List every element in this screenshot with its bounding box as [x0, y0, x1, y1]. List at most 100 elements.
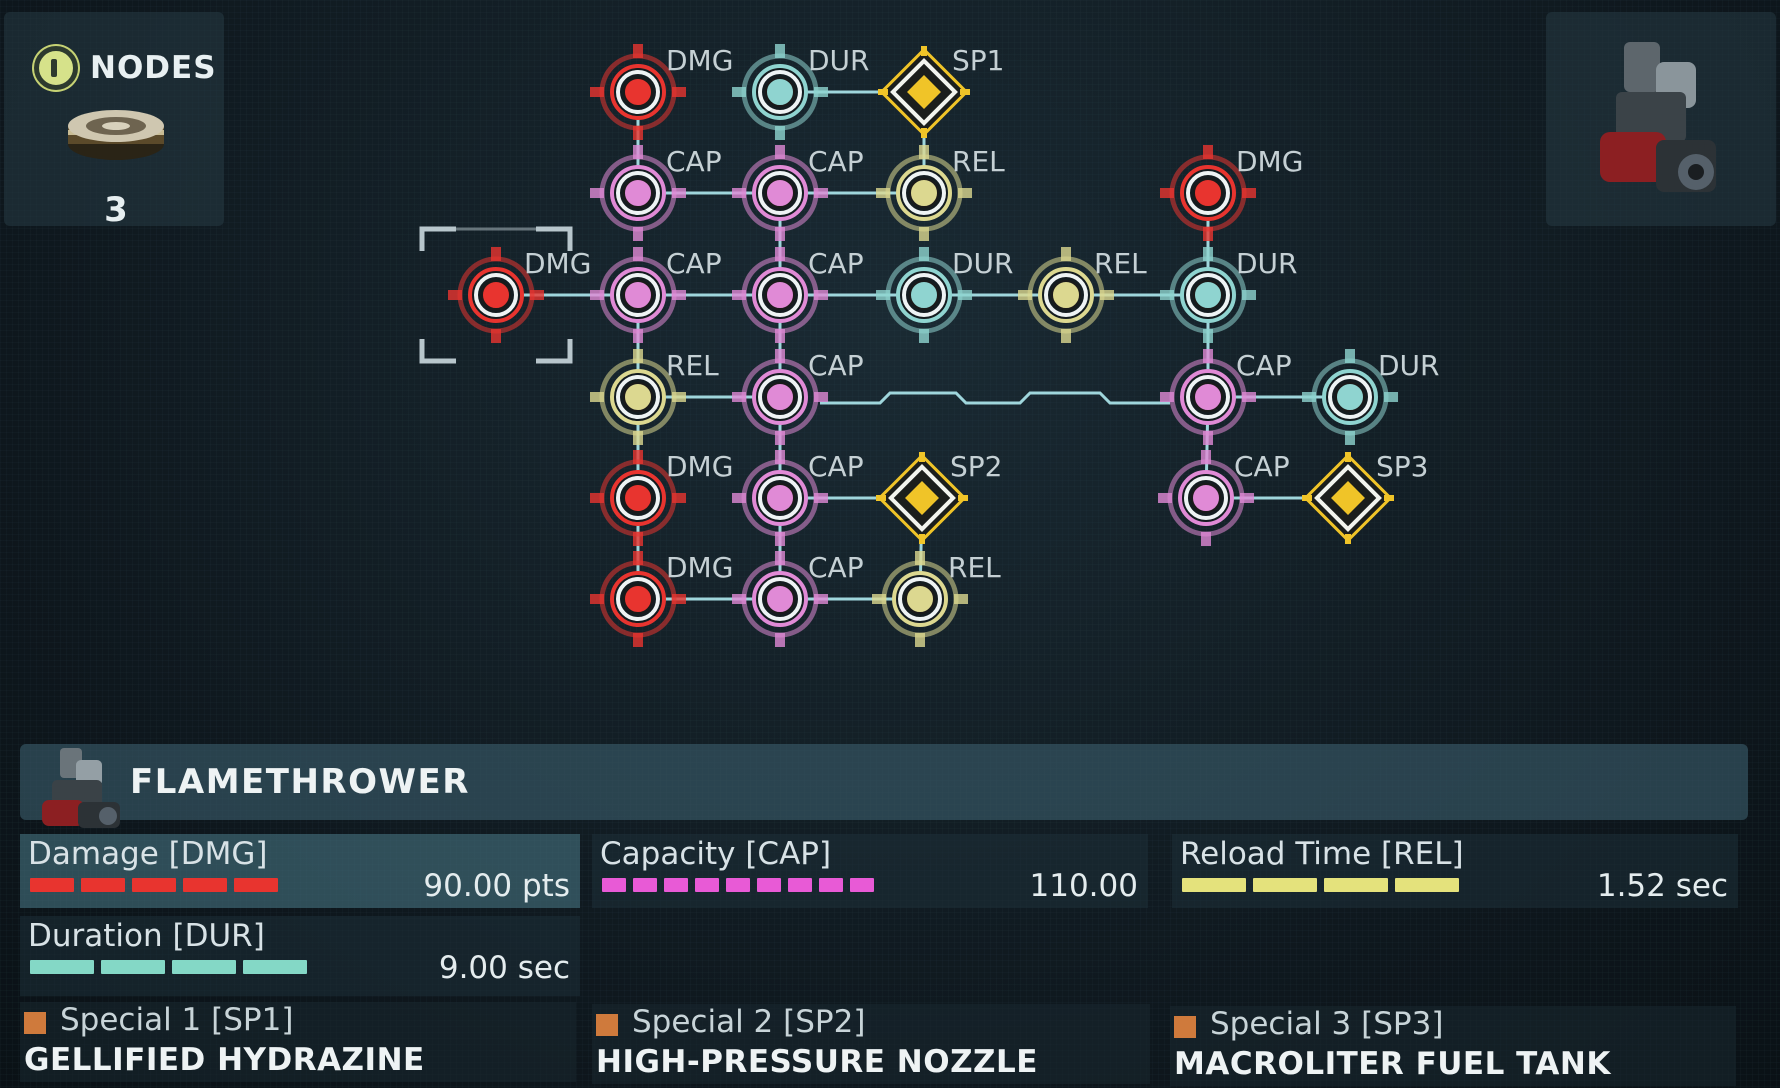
- stat-bar-segment: [243, 960, 307, 974]
- stat-duration: Duration [DUR] 9.00 sec: [20, 916, 580, 996]
- stat-damage-label: Damage [DMG]: [28, 836, 268, 872]
- tree-node-cap-9[interactable]: CAP: [732, 551, 864, 647]
- stat-bar-segment: [132, 878, 176, 892]
- tree-node-rel-2[interactable]: REL: [1018, 247, 1147, 343]
- tree-node-cap-6[interactable]: CAP: [1160, 349, 1292, 445]
- tree-node-label: DUR: [808, 44, 870, 77]
- tree-node-cap-5[interactable]: CAP: [732, 349, 864, 445]
- stat-bar-segment: [1253, 878, 1317, 892]
- stat-bar-segment: [850, 878, 874, 892]
- selection-bracket: [419, 226, 456, 251]
- special-1-label: Special 1 [SP1]: [60, 1002, 294, 1038]
- stat-duration-label: Duration [DUR]: [28, 918, 265, 954]
- tree-node-label: REL: [666, 349, 719, 382]
- stat-bar-segment: [1324, 878, 1388, 892]
- tree-node-label: SP3: [1376, 450, 1428, 483]
- tree-node-label: DMG: [524, 247, 591, 280]
- tree-node-label: DUR: [1378, 349, 1440, 382]
- weapon-header: FLAMETHROWER: [20, 744, 1748, 828]
- tree-node-label: REL: [952, 145, 1005, 178]
- stat-capacity: Capacity [CAP] 110.00: [592, 834, 1148, 908]
- tree-node-dmg-1[interactable]: DMG: [590, 44, 733, 140]
- stat-bar-segment: [726, 878, 750, 892]
- special-2-marker-icon: [596, 1014, 618, 1036]
- stat-bar-segment: [234, 878, 278, 892]
- special-3-label: Special 3 [SP3]: [1210, 1006, 1444, 1042]
- tree-node-label: DMG: [666, 551, 733, 584]
- tree-node-sp2[interactable]: SP2: [876, 450, 1002, 544]
- stat-reload-value: 1.52 sec: [1596, 868, 1728, 904]
- tree-node-cap-8[interactable]: CAP: [1158, 450, 1290, 546]
- tree-node-label: CAP: [808, 349, 864, 382]
- tree-node-sp3[interactable]: SP3: [1302, 450, 1428, 544]
- stat-damage: Damage [DMG] 90.00 pts: [20, 834, 580, 908]
- tree-node-dmg-2[interactable]: DMG: [1160, 145, 1303, 241]
- tree-node-label: SP2: [950, 450, 1002, 483]
- stat-bar-segment: [81, 878, 125, 892]
- flamethrower-image: [1600, 42, 1716, 192]
- stat-reload: Reload Time [REL] 1.52 sec: [1172, 834, 1738, 908]
- weapon-name: FLAMETHROWER: [130, 762, 470, 802]
- stat-capacity-label: Capacity [CAP]: [600, 836, 832, 872]
- special-3-name: MACROLITER FUEL TANK: [1174, 1046, 1611, 1082]
- tree-node-label: CAP: [1234, 450, 1290, 483]
- tree-node-cap-4[interactable]: CAP: [732, 247, 864, 343]
- tree-node-rel-1[interactable]: REL: [876, 145, 1005, 241]
- stat-bar-segment: [819, 878, 843, 892]
- stat-capacity-value: 110.00: [1029, 868, 1138, 904]
- stat-bar-segment: [30, 878, 74, 892]
- tree-node-dmg-4[interactable]: DMG: [590, 551, 733, 647]
- tree-node-rel-3[interactable]: REL: [590, 349, 719, 445]
- tree-node-label: CAP: [808, 145, 864, 178]
- tree-node-dmg-3[interactable]: DMG: [590, 450, 733, 546]
- tree-node-label: CAP: [1236, 349, 1292, 382]
- tree-node-dur-2[interactable]: DUR: [876, 247, 1014, 343]
- stat-bar-segment: [172, 960, 236, 974]
- tree-node-label: SP1: [952, 44, 1004, 77]
- nodes-title: NODES: [90, 50, 217, 86]
- tree-node-rel-4[interactable]: REL: [872, 551, 1001, 647]
- selection-bracket: [419, 339, 456, 364]
- special-3-marker-icon: [1174, 1016, 1196, 1038]
- stat-duration-value: 9.00 sec: [438, 950, 570, 986]
- stat-bar-segment: [183, 878, 227, 892]
- stat-damage-bar: [30, 878, 278, 892]
- node-selection-cursor: [419, 226, 573, 364]
- nodes-count: 3: [104, 190, 128, 230]
- tree-node-cap-2[interactable]: CAP: [732, 145, 864, 241]
- tree-node-label: CAP: [666, 247, 722, 280]
- tree-node-dur-4[interactable]: DUR: [1302, 349, 1440, 445]
- special-1: Special 1 [SP1] GELLIFIED HYDRAZINE: [20, 1002, 576, 1082]
- stat-bar-segment: [757, 878, 781, 892]
- stat-reload-bar: [1182, 878, 1459, 892]
- weapon-thumbnail-panel: [1546, 12, 1776, 226]
- stat-bar-segment: [633, 878, 657, 892]
- node-currency-icon: [34, 46, 78, 90]
- tree-node-cap-7[interactable]: CAP: [732, 450, 864, 546]
- special-2: Special 2 [SP2] HIGH-PRESSURE NOZZLE: [592, 1004, 1150, 1084]
- stat-duration-bar: [30, 960, 307, 974]
- tree-node-sp1[interactable]: SP1: [878, 44, 1004, 138]
- stat-bar-segment: [1395, 878, 1459, 892]
- special-1-marker-icon: [24, 1012, 46, 1034]
- node-disc-icon: [68, 110, 164, 160]
- special-3: Special 3 [SP3] MACROLITER FUEL TANK: [1170, 1006, 1736, 1086]
- tree-node-label: DUR: [952, 247, 1014, 280]
- special-1-name: GELLIFIED HYDRAZINE: [24, 1042, 425, 1078]
- tree-node-dmg-start[interactable]: DMG: [448, 247, 591, 343]
- special-2-label: Special 2 [SP2]: [632, 1004, 866, 1040]
- tree-node-cap-1[interactable]: CAP: [590, 145, 722, 241]
- nodes-panel: NODES 3: [4, 12, 224, 230]
- tree-node-label: REL: [1094, 247, 1147, 280]
- tree-node-label: CAP: [666, 145, 722, 178]
- tree-node-dur-1[interactable]: DUR: [732, 44, 870, 140]
- stat-bar-segment: [602, 878, 626, 892]
- stat-bar-segment: [788, 878, 812, 892]
- special-2-name: HIGH-PRESSURE NOZZLE: [596, 1044, 1038, 1080]
- tree-node-cap-3[interactable]: CAP: [590, 247, 722, 343]
- tree-node-dur-3[interactable]: DUR: [1160, 247, 1298, 343]
- stat-bar-segment: [695, 878, 719, 892]
- stat-reload-label: Reload Time [REL]: [1180, 836, 1464, 872]
